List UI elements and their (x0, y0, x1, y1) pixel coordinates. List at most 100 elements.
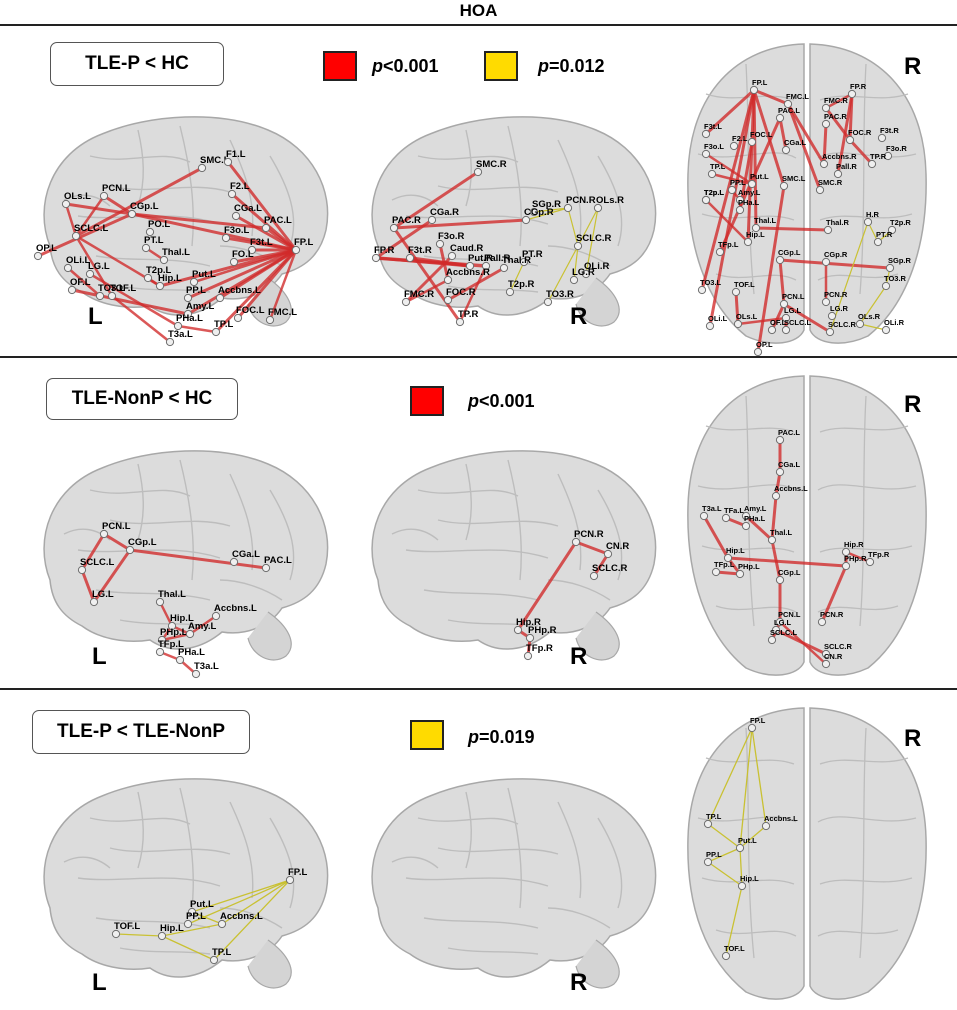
cerebellum (575, 611, 620, 661)
node-pp-l (727, 185, 737, 195)
node-label-php-r: PHp.R (528, 625, 557, 636)
node-label-cga-r: CGa.R (430, 207, 459, 218)
node-label-cgp-r: CGp.R (824, 250, 848, 259)
edge-cgp-l-pac-l (128, 548, 268, 570)
edge-pcn-r-cn-r (574, 540, 610, 556)
node-sgp-r (529, 207, 539, 217)
node-label-pha-l: PHa.L (744, 514, 766, 523)
node-fp-l (285, 875, 295, 885)
sulcus (547, 907, 611, 929)
sulcus (423, 589, 539, 601)
node-foc-l (747, 137, 757, 147)
node-label-thal-l: Thal.L (158, 589, 186, 600)
side-label-middle: R (570, 969, 588, 996)
node-hip-r (841, 547, 851, 557)
sulcus (405, 549, 549, 559)
sulcus (859, 727, 867, 959)
sulcus (95, 255, 211, 267)
node-pp-l (183, 293, 193, 303)
node-label-oli-l: OLi.L (66, 255, 90, 266)
node-f3t-l (701, 129, 711, 139)
node-tfp-r (865, 557, 875, 567)
node-accbns-r (443, 275, 453, 285)
edge-cgp-l-fp-l (130, 212, 298, 252)
legend-swatch-yellow (410, 720, 444, 750)
cortex-surface (43, 116, 329, 316)
node-label-tfp-l: TFp.L (714, 560, 735, 569)
sulcus (391, 856, 439, 869)
sulcus (423, 917, 539, 929)
sulcus (405, 877, 549, 887)
sulcus (715, 929, 797, 937)
node-sclc-r (589, 571, 599, 581)
node-label-pac-r: PAC.R (824, 112, 847, 121)
node-label-smc-r: SMC.R (476, 159, 507, 170)
node-pcn-r (817, 617, 827, 627)
node-t3a-l (191, 669, 201, 679)
node-label-t3a-l: T3a.L (194, 661, 219, 672)
node-label-pcn-l: PCN.L (778, 610, 801, 619)
node-pcn-r (563, 203, 573, 213)
edge-accbns-r-fmc-r (404, 278, 450, 304)
edge-pha-l-tp-l (176, 324, 218, 334)
side-label-right: R (904, 391, 922, 418)
edge-pp-l-fp-l (186, 248, 298, 300)
node-pha-l (173, 321, 183, 331)
node-caud-r (447, 251, 457, 261)
node-pac-r (389, 223, 399, 233)
node-f3t-r (877, 133, 887, 143)
sulcus (507, 459, 522, 581)
node-label-sclc-l: SCLC.L (74, 223, 109, 234)
node-label-h-r: H.R (866, 210, 880, 219)
sulcus (391, 194, 439, 207)
sulcus (447, 285, 539, 293)
sulcus (137, 463, 144, 541)
legend-label-yellow: p=0.019 (468, 727, 535, 747)
node-label-f2-l: F2.L (230, 181, 250, 192)
sulcus (437, 847, 559, 855)
node-label-php-l: PHp.L (160, 627, 188, 638)
node-label-oli-r: OLi.R (884, 318, 905, 327)
right-hemisphere (809, 375, 927, 676)
node-label-tp-l: TP.L (710, 162, 726, 171)
node-label-fp-l: FP.L (750, 716, 766, 725)
node-tp-r (867, 159, 877, 169)
node-label-pac-r: PAC.R (392, 215, 421, 226)
node-label-foc-r: FOC.R (446, 287, 476, 298)
node-fo-l (229, 257, 239, 267)
edge-fp-l-fmc-l (752, 88, 790, 106)
cortex-surface (371, 778, 657, 978)
node-label-smc-l: SMC.L (200, 155, 230, 166)
node-label-op-l: OP.L (756, 340, 773, 349)
legend-swatch-red (323, 51, 357, 81)
node-ols-r (593, 203, 603, 213)
sulcus (465, 129, 472, 207)
sulcus (229, 801, 254, 899)
sulcus (437, 519, 559, 527)
node-label-cn-r: CN.R (824, 652, 843, 661)
brain-outline (43, 116, 329, 327)
edge-cgp-r-pcn-r (525, 207, 569, 221)
sulcus (119, 947, 211, 955)
brain-outline (687, 707, 927, 1000)
edge-fp-l-smc-l (752, 88, 786, 188)
node-lg-l (89, 597, 99, 607)
node-f3t-r (405, 253, 415, 263)
node-label-cga-l: CGa.L (778, 460, 801, 469)
node-tp-l (209, 955, 219, 965)
node-label-hip-r: Hip.R (516, 617, 541, 628)
node-label-f3t-l: F3t.L (250, 237, 273, 248)
edge-thal-l-hip-l (158, 600, 174, 628)
sulcus (547, 579, 611, 601)
node-label-put-r: Put.R (468, 253, 493, 264)
node-tfa-l (721, 513, 731, 523)
edge-cn-r-sclc-r (592, 552, 610, 578)
node-label-accbns-r: Accbns.R (822, 152, 857, 161)
node-f3o-l (701, 149, 711, 159)
edge-tof-l-t3a-l (110, 294, 172, 344)
node-fp-l (747, 723, 757, 733)
node-sclc-l (767, 635, 777, 645)
sulcus (597, 489, 623, 581)
